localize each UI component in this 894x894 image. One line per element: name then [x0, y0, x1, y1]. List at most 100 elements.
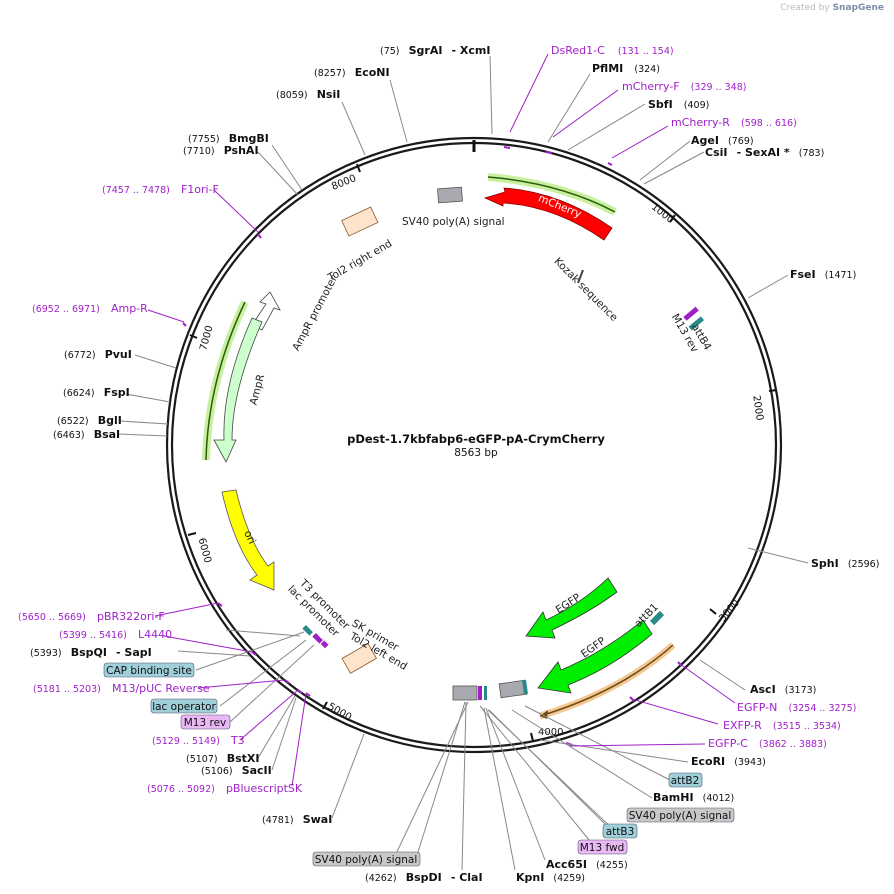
site-agei-name[interactable]: AgeI [691, 134, 719, 147]
site-econi-name[interactable]: EcoNI [355, 66, 390, 79]
site-asci-name[interactable]: AscI [750, 683, 776, 696]
site-sexai-name[interactable]: - SexAI * [737, 146, 790, 159]
connector-attb2 [524, 705, 671, 781]
site-fspi-name[interactable]: FspI [104, 386, 130, 399]
connector-egfpc [569, 743, 706, 747]
box-attb2-text: attB2 [671, 775, 700, 787]
svg-text:(8257) EcoNI: (8257) EcoNI [314, 61, 390, 80]
connector-f1orif [213, 189, 259, 233]
site-pflmi-pos: (324) [634, 64, 660, 75]
site-bspdi-name[interactable]: BspDI [406, 871, 442, 884]
box-sv40-b[interactable]: SV40 poly(A) signal [312, 851, 421, 867]
connector-t3 [239, 689, 299, 741]
bottom-teal-mark-a [484, 686, 487, 700]
box-m13rev-text: M13 rev [184, 717, 227, 729]
site-swai-pos: (4781) [262, 815, 294, 826]
site-sacii-name[interactable]: SacII [242, 764, 272, 777]
primer-dsred1c-name[interactable]: DsRed1-C [551, 44, 605, 57]
site-pshai-pos: (7710) [183, 146, 215, 157]
primer-t3-name[interactable]: T3 [230, 734, 245, 747]
primer-ampr-pos: (6952 .. 6971) [32, 304, 100, 315]
site-swai-name[interactable]: SwaI [303, 813, 333, 826]
box-sv40-b-text: SV40 poly(A) signal [315, 854, 418, 866]
brown-dna-arc [539, 644, 674, 717]
t3-promoter-mark [320, 640, 329, 649]
connector-nsii [341, 101, 366, 156]
site-asci-pos: (3173) [785, 685, 817, 696]
box-attb3[interactable]: attB3 [602, 823, 638, 839]
primer-egfpn-name[interactable]: EGFP-N [737, 701, 777, 714]
primer-f1orif-name[interactable]: F1ori-F [181, 183, 219, 196]
tick-8000 [356, 163, 361, 173]
svg-text:(8059) NsiI: (8059) NsiI [276, 83, 340, 102]
svg-text:Acc65I (4255): Acc65I (4255) [546, 853, 628, 872]
site-sphi-name[interactable]: SphI [811, 557, 839, 570]
primer-pbluescript-pos: (5076 .. 5092) [147, 784, 215, 795]
site-fsei-name[interactable]: FseI [790, 268, 816, 281]
connector-pbluescript [291, 693, 307, 787]
svg-text:(75) SgrAI - XcmI: (75) SgrAI - XcmI [380, 39, 490, 58]
box-m13rev-bg [180, 714, 231, 730]
connector-swai [331, 733, 365, 819]
box-attb2-bg [668, 772, 703, 788]
connector-bspdi-b [461, 701, 467, 871]
site-bamhi-name[interactable]: BamHI [653, 791, 694, 804]
primer-l4440-name[interactable]: L4440 [138, 628, 172, 641]
box-lacop[interactable]: lac operator [150, 698, 218, 714]
site-sgrai-name[interactable]: SgrAI [409, 44, 443, 57]
primer-pbluescript-name[interactable]: pBluescriptSK [226, 782, 303, 795]
box-lacop-text: lac operator [152, 701, 216, 713]
ampr-promoter-label: AmpR promoter [290, 273, 340, 353]
box-m13fwd-bg [577, 839, 628, 855]
primer-mcherryr-name[interactable]: mCherry-R [671, 116, 730, 129]
site-csii-name[interactable]: CsiI [705, 146, 727, 159]
site-bstxi-name[interactable]: BstXI [227, 752, 260, 765]
site-bgli-name[interactable]: BglI [98, 414, 122, 427]
site-ecori-name[interactable]: EcoRI [691, 755, 725, 768]
connector-m13rev [229, 644, 315, 723]
box-sv40-a-bg [626, 807, 735, 823]
primer-egfpc-name[interactable]: EGFP-C [708, 737, 748, 750]
svg-text:(6772) PvuI: (6772) PvuI [64, 343, 132, 362]
primer-mcherryf-name[interactable]: mCherry-F [622, 80, 680, 93]
site-sapi-name[interactable]: - SapI [116, 646, 152, 659]
box-sv40-a[interactable]: SV40 poly(A) signal [626, 807, 735, 823]
site-pshai-name[interactable]: PshAI [224, 144, 259, 157]
box-m13fwd-text: M13 fwd [580, 842, 625, 854]
site-sbfi-name[interactable]: SbfI [648, 98, 673, 111]
site-bmgbi-name[interactable]: BmgBI [229, 132, 269, 145]
site-acc65i-name[interactable]: Acc65I [546, 858, 587, 871]
site-nsii-name[interactable]: NsiI [317, 88, 341, 101]
primer-m13puc-name[interactable]: M13/pUC Reverse [112, 682, 210, 695]
svg-text:(6522) BglI: (6522) BglI [57, 409, 122, 428]
site-bspqi-name[interactable]: BspQI [71, 646, 107, 659]
box-attb2[interactable]: attB2 [668, 772, 703, 788]
site-kpni-name[interactable]: KpnI [516, 871, 544, 884]
ampr-arrow [213, 317, 263, 463]
site-bsai-name[interactable]: BsaI [94, 428, 120, 441]
primer-t3-pos: (5129 .. 5149) [152, 736, 220, 747]
connector-m13fwd [479, 705, 595, 847]
plasmid-length: 8563 bp [454, 447, 498, 459]
svg-text:(5107) BstXI: (5107) BstXI [186, 747, 259, 766]
svg-text:CsiI - SexAI * (783): CsiI - SexAI * (783) [705, 141, 824, 160]
box-cap[interactable]: CAP binding site [103, 662, 195, 678]
tol2-right-box [341, 206, 379, 237]
site-xcmi-name[interactable]: - XcmI [452, 44, 491, 57]
primer-exfpr-name[interactable]: EXFP-R [723, 719, 762, 732]
site-pvui-name[interactable]: PvuI [105, 348, 132, 361]
connector-l4440 [163, 635, 253, 653]
site-clai-name[interactable]: - ClaI [451, 871, 483, 884]
connector-ampr-primer [147, 309, 185, 323]
site-sacii-pos: (5106) [201, 766, 233, 777]
box-m13fwd[interactable]: M13 fwd [577, 839, 628, 855]
box-m13rev[interactable]: M13 rev [180, 714, 231, 730]
primer-ampr-name[interactable]: Amp-R [111, 302, 148, 315]
primer-mark-l4440 [251, 651, 257, 656]
connector-fspi [125, 393, 171, 403]
site-pvui-pos: (6772) [64, 350, 96, 361]
primer-pbr322-name[interactable]: pBR322ori-F [97, 610, 165, 623]
site-pflmi-name[interactable]: PflMI [592, 62, 623, 75]
svg-text:AscI (3173): AscI (3173) [750, 678, 816, 697]
